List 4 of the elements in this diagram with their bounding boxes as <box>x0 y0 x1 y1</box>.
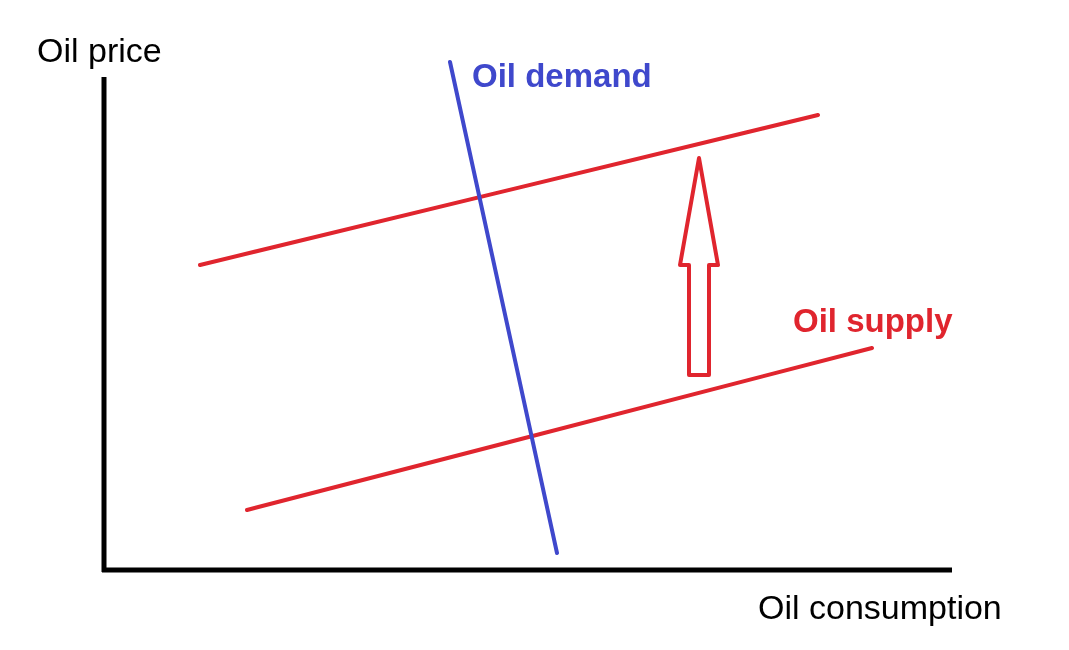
x-axis-label: Oil consumption <box>758 590 1002 624</box>
curve-label: Oil demand <box>472 59 652 92</box>
curve-label: Oil supply <box>793 304 953 337</box>
y-axis-label: Oil price <box>37 33 162 67</box>
